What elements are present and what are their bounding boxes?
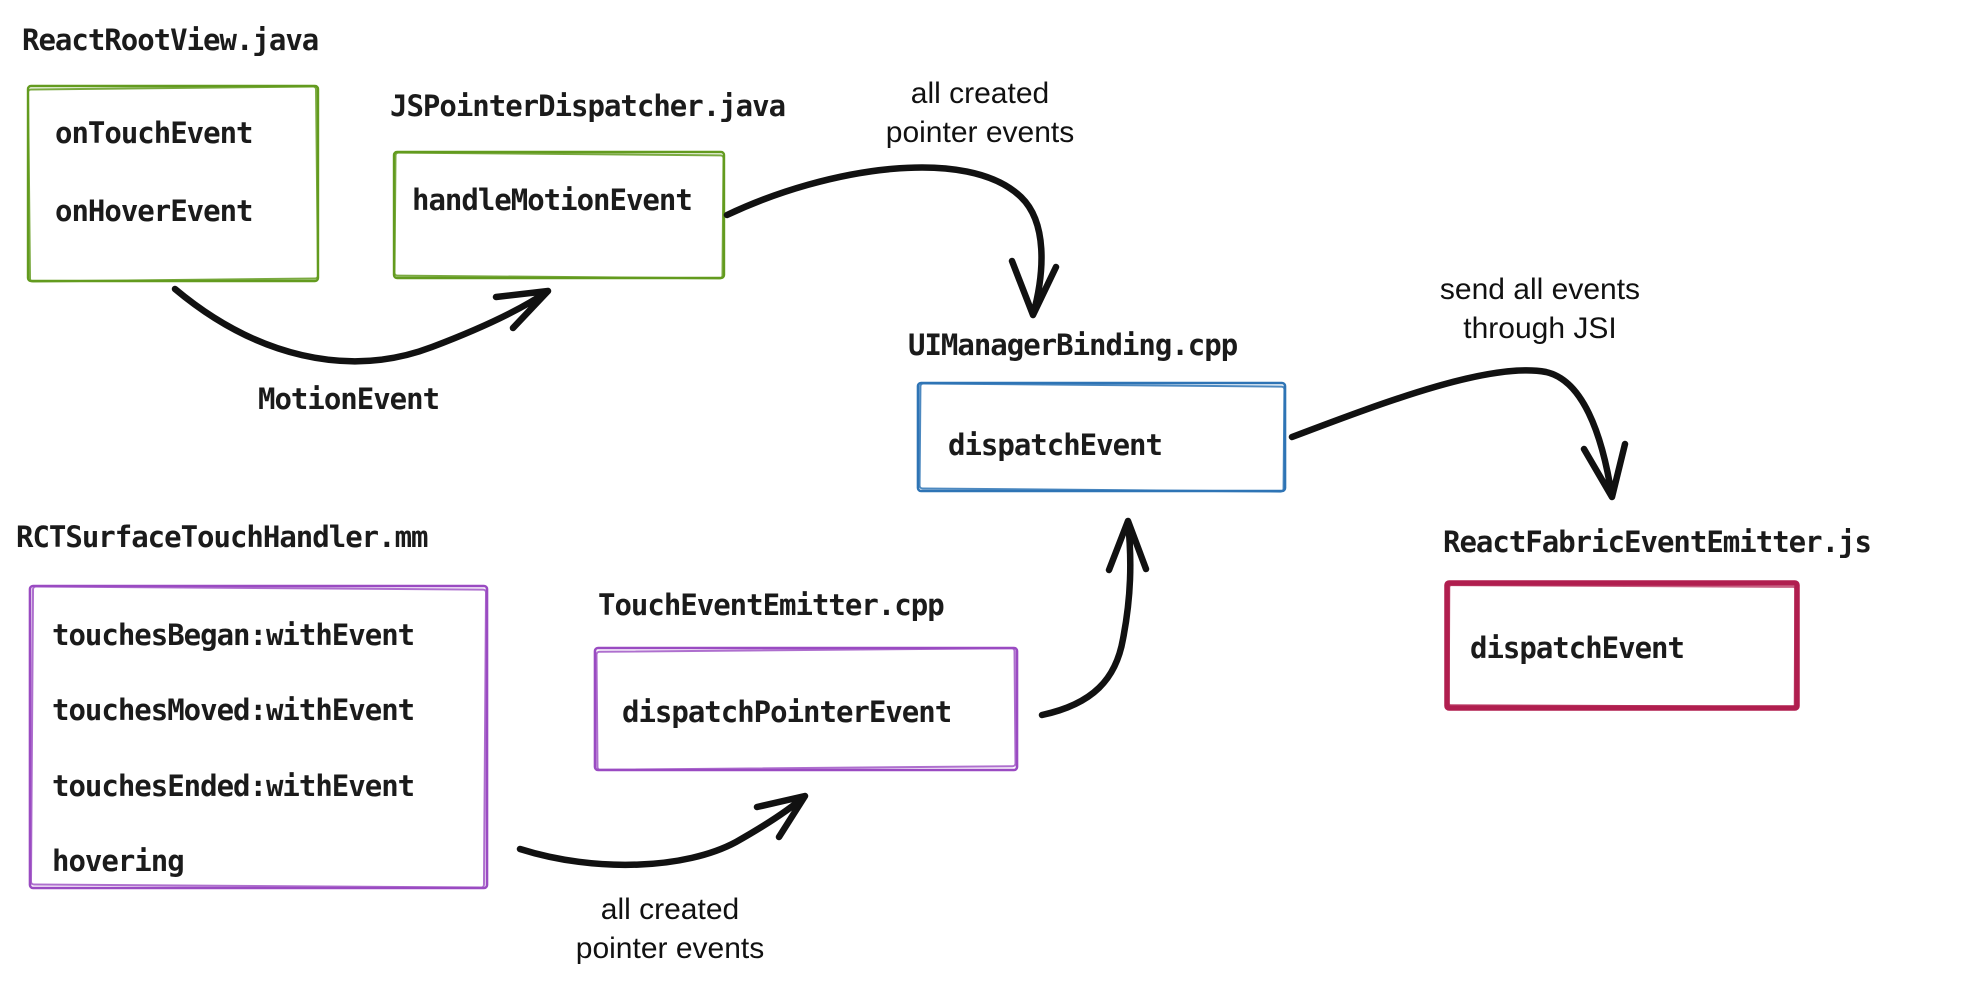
- react-root-view-box: [26, 84, 320, 283]
- arrow-jsi: [1288, 367, 1629, 501]
- ui-manager-binding-box-sketch: [918, 382, 1286, 493]
- method-dispatch-pointer-event: dispatchPointerEvent: [622, 695, 952, 729]
- method-handle-motion-event: handleMotionEvent: [412, 183, 693, 217]
- edge-label-ios-created-line1: all created: [600, 893, 740, 926]
- rct-surface-touch-handler-title: RCTSurfaceTouchHandler.mm: [16, 520, 428, 554]
- ui-manager-binding-box: [916, 381, 1287, 493]
- js-pointer-dispatcher-title: JSPointerDispatcher.java: [390, 89, 786, 123]
- method-touches-ended: touchesEnded:withEvent: [52, 769, 415, 803]
- edge-label-android-created: all created pointer events: [845, 74, 1115, 152]
- edge-label-ios-created: all created pointer events: [535, 890, 805, 968]
- arrow-pointer-events-android: [723, 164, 1060, 319]
- edge-label-android-created-line1: all created: [910, 77, 1050, 110]
- method-touches-began: touchesBegan:withEvent: [52, 618, 415, 652]
- js-pointer-dispatcher-box-sketch: [393, 151, 725, 280]
- react-fabric-event-emitter-title: ReactFabricEventEmitter.js: [1443, 525, 1872, 559]
- react-fabric-event-emitter-box-rect: [1444, 580, 1800, 711]
- react-fabric-event-emitter-box-sketch: [1447, 584, 1797, 708]
- edge-label-jsi-line1: send all events: [1439, 273, 1641, 306]
- touch-event-emitter-box-sketch: [595, 647, 1017, 771]
- rct-surface-touch-handler-box: [28, 584, 489, 890]
- edge-label-jsi: send all events through JSI: [1400, 270, 1680, 348]
- touch-event-emitter-box: [593, 646, 1019, 772]
- arrow-pointer-events-ios: [516, 792, 809, 869]
- arrow-dispatch-to-binding: [1038, 517, 1150, 719]
- react-fabric-event-emitter-box: [1444, 580, 1800, 711]
- arrow-motionevent: [171, 285, 552, 365]
- method-hovering: hovering: [52, 844, 185, 878]
- edge-label-motionevent: MotionEvent: [258, 382, 440, 416]
- rct-surface-touch-handler-box-rect: [28, 584, 489, 890]
- touch-event-emitter-box-rect: [593, 646, 1019, 772]
- method-touches-moved: touchesMoved:withEvent: [52, 693, 415, 727]
- react-root-view-box-sketch: [27, 85, 319, 283]
- ui-manager-binding-title: UIManagerBinding.cpp: [908, 328, 1238, 362]
- edge-label-android-created-line2: pointer events: [885, 116, 1075, 149]
- method-dispatch-event-emitter: dispatchEvent: [1470, 631, 1685, 665]
- edge-label-ios-created-line2: pointer events: [575, 932, 765, 965]
- edge-label-jsi-line2: through JSI: [1463, 312, 1617, 345]
- touch-event-emitter-title: TouchEventEmitter.cpp: [598, 588, 945, 622]
- react-root-view-title: ReactRootView.java: [22, 23, 319, 57]
- rct-surface-touch-handler-box-sketch: [29, 585, 488, 889]
- method-dispatch-event-binding: dispatchEvent: [948, 428, 1163, 462]
- method-on-hover-event: onHoverEvent: [55, 194, 254, 228]
- method-on-touch-event: onTouchEvent: [55, 116, 254, 150]
